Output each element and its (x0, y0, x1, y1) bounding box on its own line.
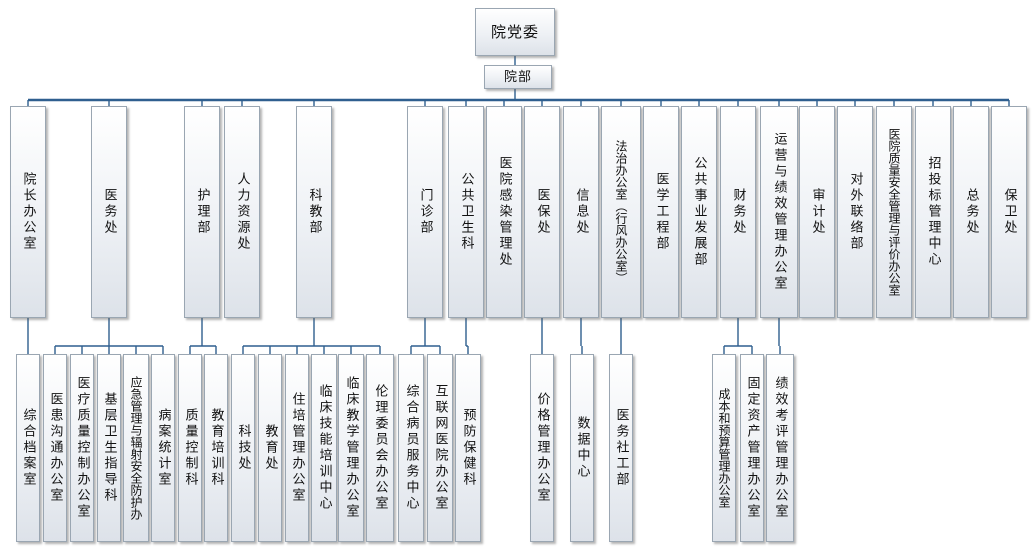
sub-department[interactable]: 固定资产管理办公室 (740, 354, 764, 542)
sub-department-label: 教育处 (262, 424, 278, 472)
sub-department-label: 伦理委员会办公室 (372, 384, 388, 512)
sub-department[interactable]: 教育培训科 (204, 354, 228, 542)
sub-department-label: 临床教学管理办公室 (343, 376, 359, 520)
department-d12[interactable]: 医学工程部 (643, 106, 679, 318)
sub-department[interactable]: 科技处 (231, 354, 255, 542)
node-label: 院部 (503, 69, 532, 85)
sub-department-label: 基层卫生指导科 (101, 392, 117, 504)
department-label: 院长办公室 (20, 172, 36, 252)
sub-department[interactable]: 预防保健科 (455, 354, 481, 542)
sub-department[interactable]: 伦理委员会办公室 (366, 354, 394, 542)
department-d18[interactable]: 医院质量安全管理与评价办公室 (876, 106, 912, 318)
department-label: 医院质量安全管理与评价办公室 (887, 128, 901, 296)
department-d2[interactable]: 医务处 (91, 106, 127, 318)
node-party-committee[interactable]: 院党委 (475, 8, 555, 56)
department-label: 审计处 (809, 188, 825, 236)
department-d10[interactable]: 信息处 (563, 106, 599, 318)
sub-department-label: 应急管理与辐射安全防护办 (129, 376, 143, 520)
node-label: 院党委 (490, 22, 539, 41)
department-label: 招投标管理中心 (925, 156, 941, 268)
department-label: 门诊部 (417, 188, 433, 236)
sub-department-label: 教育培训科 (208, 408, 224, 488)
sub-department-label: 科技处 (235, 424, 251, 472)
sub-department-label: 医疗质量控制办公室 (74, 376, 90, 520)
department-label: 公共事业发展部 (691, 156, 707, 268)
sub-department[interactable]: 质量控制科 (178, 354, 202, 542)
sub-department-label: 预防保健科 (460, 408, 476, 488)
sub-department-label: 临床技能培训中心 (316, 384, 332, 512)
sub-department-label: 质量控制科 (182, 408, 198, 488)
sub-department[interactable]: 病案统计室 (151, 354, 175, 542)
sub-department[interactable]: 综合病员服务中心 (398, 354, 424, 542)
sub-department[interactable]: 临床技能培训中心 (311, 354, 337, 542)
department-d17[interactable]: 对外联络部 (837, 106, 873, 318)
sub-department-label: 病案统计室 (155, 408, 171, 488)
department-label: 运营与绩效管理办公室 (771, 132, 787, 292)
sub-department-label: 绩效考评管理办公室 (772, 376, 788, 520)
department-d5[interactable]: 科教部 (296, 106, 332, 318)
sub-department-label: 住培管理办公室 (289, 392, 305, 504)
sub-department[interactable]: 应急管理与辐射安全防护办 (123, 354, 149, 542)
sub-department-label: 综合病员服务中心 (403, 384, 419, 512)
department-d9[interactable]: 医保处 (524, 106, 560, 318)
sub-department[interactable]: 综合档案室 (16, 354, 40, 542)
department-d6[interactable]: 门诊部 (407, 106, 443, 318)
department-label: 对外联络部 (847, 172, 863, 252)
department-d15[interactable]: 运营与绩效管理办公室 (760, 106, 798, 318)
department-d7[interactable]: 公共卫生科 (448, 106, 484, 318)
sub-department[interactable]: 住培管理办公室 (285, 354, 309, 542)
department-d21[interactable]: 保卫处 (991, 106, 1027, 318)
department-label: 医保处 (534, 188, 550, 236)
sub-department[interactable]: 教育处 (258, 354, 282, 542)
department-label: 法治办公室（行风办公室） (614, 140, 628, 284)
sub-department[interactable]: 基层卫生指导科 (97, 354, 121, 542)
department-d3[interactable]: 护理部 (184, 106, 220, 318)
sub-department-label: 数据中心 (574, 416, 590, 480)
sub-department[interactable]: 临床教学管理办公室 (338, 354, 364, 542)
department-label: 医务处 (101, 188, 117, 236)
sub-department-label: 互联网医院办公室 (432, 384, 448, 512)
department-label: 护理部 (194, 188, 210, 236)
sub-department[interactable]: 数据中心 (570, 354, 594, 542)
department-label: 财务处 (730, 188, 746, 236)
department-d19[interactable]: 招投标管理中心 (915, 106, 951, 318)
department-d8[interactable]: 医院感染管理处 (486, 106, 522, 318)
sub-department[interactable]: 医务社工部 (609, 354, 633, 542)
sub-department[interactable]: 成本和预算管理办公室 (712, 354, 736, 542)
department-label: 医学工程部 (653, 172, 669, 252)
department-d16[interactable]: 审计处 (799, 106, 835, 318)
sub-department[interactable]: 互联网医院办公室 (427, 354, 453, 542)
sub-department[interactable]: 价格管理办公室 (530, 354, 554, 542)
sub-department-label: 医患沟通办公室 (47, 392, 63, 504)
department-d13[interactable]: 公共事业发展部 (681, 106, 717, 318)
department-label: 人力资源处 (234, 172, 250, 252)
department-d20[interactable]: 总务处 (953, 106, 989, 318)
sub-department-label: 价格管理办公室 (534, 392, 550, 504)
department-label: 公共卫生科 (458, 172, 474, 252)
sub-department[interactable]: 医疗质量控制办公室 (70, 354, 94, 542)
department-d4[interactable]: 人力资源处 (224, 106, 260, 318)
department-label: 信息处 (573, 188, 589, 236)
department-label: 医院感染管理处 (496, 156, 512, 268)
sub-department[interactable]: 医患沟通办公室 (43, 354, 67, 542)
node-hospital[interactable]: 院部 (484, 65, 552, 89)
sub-department-label: 综合档案室 (20, 408, 36, 488)
department-d11[interactable]: 法治办公室（行风办公室） (601, 106, 641, 318)
department-label: 科教部 (306, 188, 322, 236)
department-label: 总务处 (963, 188, 979, 236)
sub-department-label: 医务社工部 (613, 408, 629, 488)
sub-department-label: 成本和预算管理办公室 (717, 388, 731, 508)
sub-department[interactable]: 绩效考评管理办公室 (766, 354, 794, 542)
sub-department-label: 固定资产管理办公室 (744, 376, 760, 520)
department-label: 保卫处 (1001, 188, 1017, 236)
department-d1[interactable]: 院长办公室 (10, 106, 46, 318)
department-d14[interactable]: 财务处 (720, 106, 756, 318)
